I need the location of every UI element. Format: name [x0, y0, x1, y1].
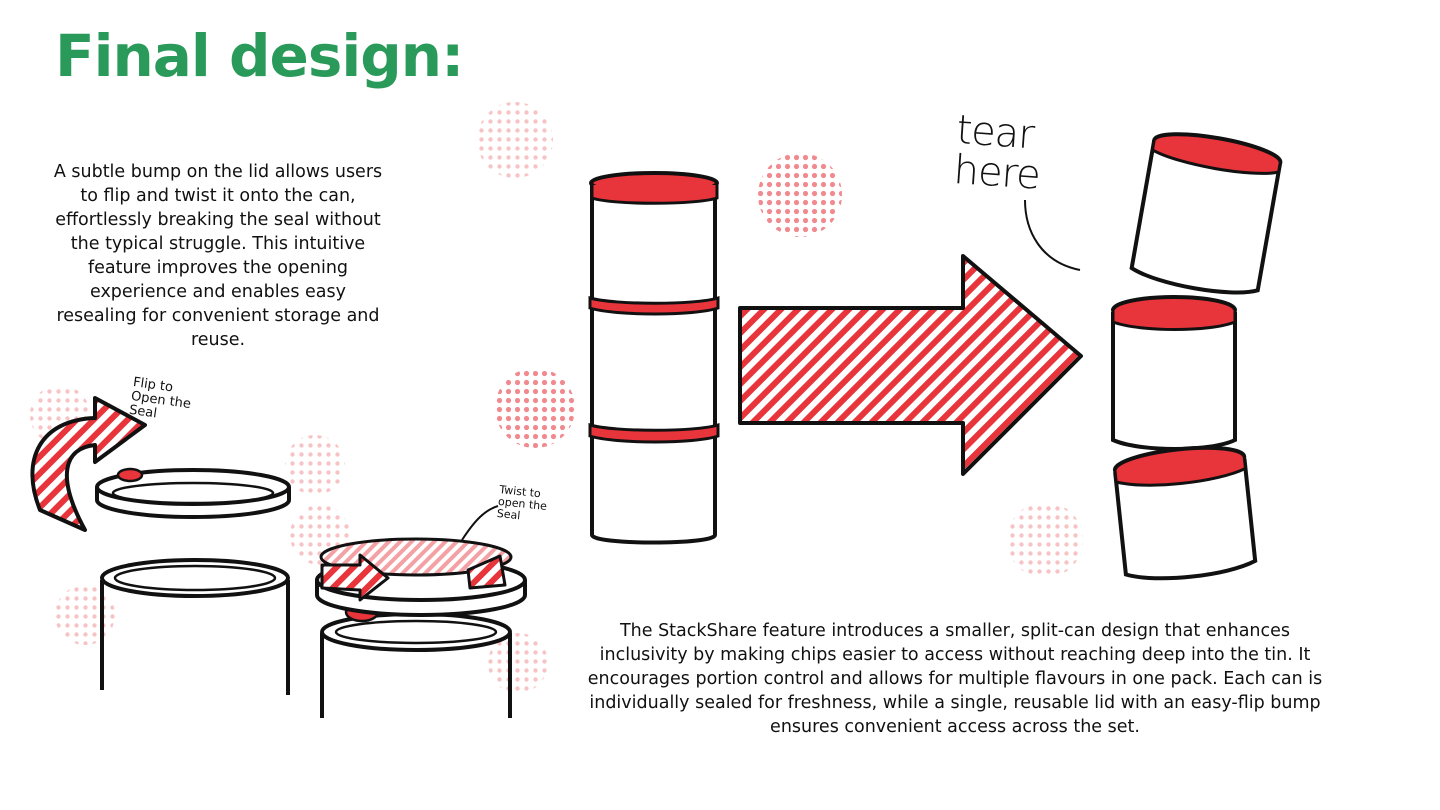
split-cans	[1111, 132, 1283, 581]
stackshare-description: The StackShare feature introduces a smal…	[587, 621, 1323, 737]
twist-lid-can	[315, 537, 527, 718]
halftone-dot-decoration	[758, 153, 842, 237]
halftone-dot-decoration	[55, 585, 115, 645]
twist-pointer-line	[461, 505, 499, 541]
flip-arrow	[30, 396, 147, 532]
open-can	[100, 558, 290, 695]
twist-annotation: Twist to open the Seal	[496, 483, 548, 523]
halftone-dot-decoration	[1007, 502, 1083, 578]
halftone-dot-decoration	[495, 368, 575, 448]
lid-description: A subtle bump on the lid allows users to…	[53, 162, 383, 350]
halftone-dot-decoration	[488, 633, 548, 693]
stacked-can	[588, 171, 720, 545]
halftone-dot-decoration	[285, 435, 345, 495]
tear-pointer-line	[1024, 199, 1081, 271]
transform-arrow	[738, 254, 1083, 476]
tear-annotation: tear here	[952, 107, 1042, 199]
floating-lid	[95, 467, 291, 519]
slide-title: Final design:	[55, 22, 464, 90]
halftone-dot-decoration	[477, 102, 553, 178]
flip-annotation: Flip to Open the Seal	[128, 375, 192, 422]
